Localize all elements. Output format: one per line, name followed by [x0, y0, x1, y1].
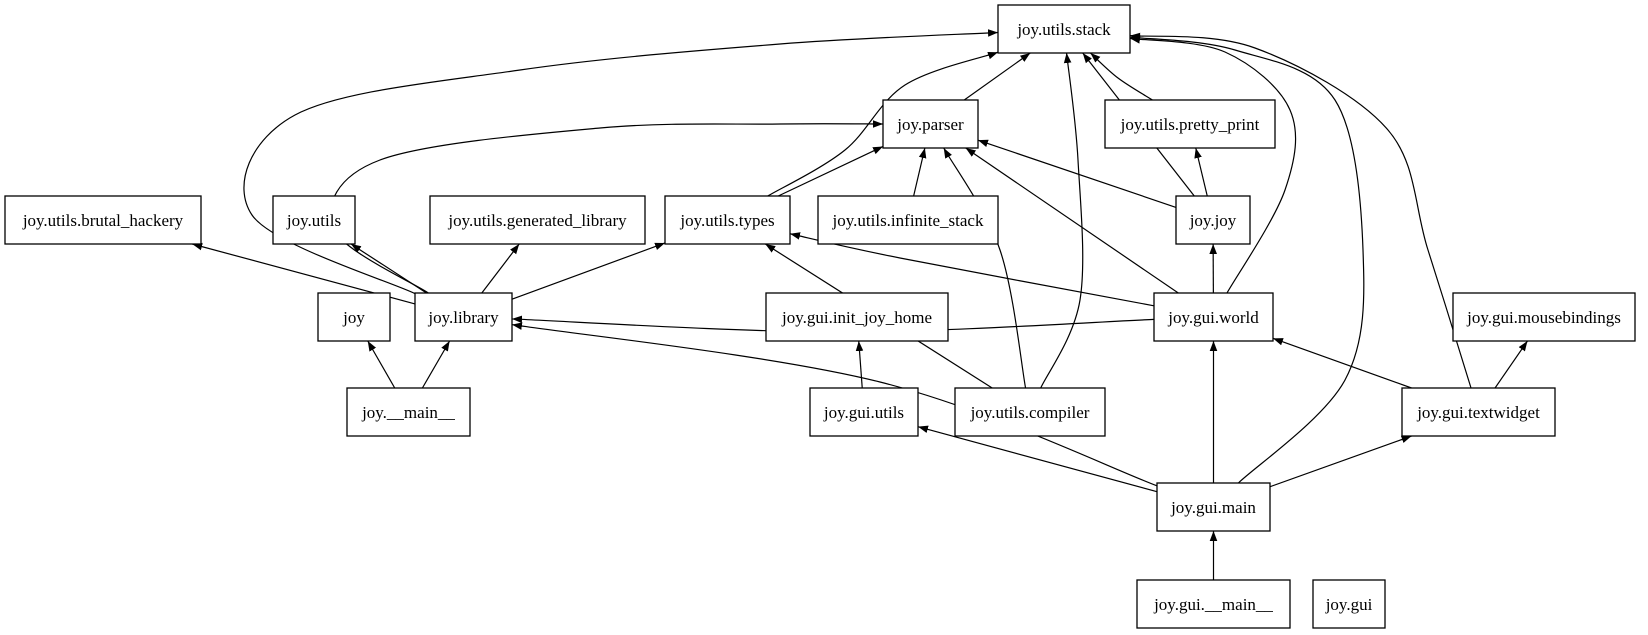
- node-box: [1452, 292, 1636, 342]
- node-joy-gui-init-joy-home: joy.gui.init_joy_home: [765, 292, 949, 342]
- edge-joy_joy--joy_utils_pretty_print: [1194, 147, 1208, 197]
- edge-joy_utils_infinite_stack--joy_parser: [913, 147, 927, 197]
- edge-joy_gui_textwidget--joy_gui_mousebindings: [1494, 340, 1528, 389]
- node-joy-utils-brutal-hackery: joy.utils.brutal_hackery: [4, 195, 202, 245]
- node-label: joy.utils.infinite_stack: [832, 211, 984, 230]
- node-joy-main-entry: joy.__main__: [346, 387, 471, 437]
- node-joy-utils-generated-library: joy.utils.generated_library: [429, 195, 646, 245]
- node-label: joy.utils.stack: [1016, 20, 1111, 39]
- edge-joy_gui_main--joy_gui_utils: [917, 425, 1158, 493]
- edge-joy_utils_pretty_print--joy_utils_stack: [1090, 52, 1153, 101]
- node-box: [1153, 292, 1274, 342]
- node-box: [414, 292, 513, 342]
- node-label: joy.library: [427, 308, 499, 327]
- edge-joy_gui_main--joy_library: [511, 322, 1158, 487]
- node-box: [429, 195, 646, 245]
- node-label: joy.gui: [1325, 595, 1373, 614]
- node-label: joy.utils.generated_library: [447, 211, 627, 230]
- node-box: [997, 4, 1131, 54]
- node-label: joy.gui.init_joy_home: [781, 308, 932, 327]
- node-label: joy: [342, 308, 365, 327]
- node-label: joy.gui.mousebindings: [1466, 308, 1621, 327]
- node-label: joy.parser: [896, 115, 964, 134]
- edge-joy_joy--joy_parser: [977, 139, 1177, 208]
- node-box: [1156, 482, 1271, 532]
- node-joy-gui: joy.gui: [1312, 579, 1386, 629]
- edge-joy_gui_textwidget--joy_gui_world: [1272, 337, 1412, 389]
- node-label: joy.utils.compiler: [970, 403, 1090, 422]
- node-box: [765, 292, 949, 342]
- node-label: joy.gui.main: [1170, 498, 1256, 517]
- node-label: joy.gui.__main__: [1153, 595, 1273, 614]
- node-box: [1136, 579, 1291, 629]
- node-box: [882, 99, 979, 149]
- node-label: joy.gui.utils: [823, 403, 904, 422]
- edge-joy_parser--joy_utils_stack: [963, 52, 1031, 101]
- node-joy-utils-stack: joy.utils.stack: [997, 4, 1131, 54]
- node-box: [817, 195, 999, 245]
- edge-joy_gui_world--joy_utils_stack: [1129, 36, 1297, 294]
- edge-joy_gui_utils--joy_gui_init_joy_home: [855, 340, 864, 389]
- node-label: joy.utils.brutal_hackery: [22, 211, 184, 230]
- node-joy: joy: [317, 292, 391, 342]
- node-joy-utils-infinite-stack: joy.utils.infinite_stack: [817, 195, 999, 245]
- edge-joy_utils_types--joy_utils_stack: [767, 51, 999, 197]
- node-box: [1104, 99, 1276, 149]
- node-box: [4, 195, 202, 245]
- edge-joy_main_entry--joy_library: [421, 340, 451, 389]
- node-joy-utils-types: joy.utils.types: [664, 195, 791, 245]
- node-box: [954, 387, 1106, 437]
- node-joy-gui-mousebindings: joy.gui.mousebindings: [1452, 292, 1636, 342]
- node-label: joy.gui.world: [1167, 308, 1259, 327]
- node-label: joy.utils.types: [679, 211, 774, 230]
- node-box: [664, 195, 791, 245]
- node-label: joy.joy: [1189, 211, 1237, 230]
- node-joy-utils-pretty-print: joy.utils.pretty_print: [1104, 99, 1276, 149]
- edge-joy_gui_world--joy_parser: [965, 147, 1179, 294]
- node-box: [346, 387, 471, 437]
- node-label: joy.__main__: [361, 403, 455, 422]
- node-label: joy.utils: [286, 211, 341, 230]
- node-joy-utils-compiler: joy.utils.compiler: [954, 387, 1106, 437]
- edge-joy_gui_main--joy_gui_textwidget: [1269, 435, 1412, 488]
- node-box: [1312, 579, 1386, 629]
- node-joy-gui-main-entry: joy.gui.__main__: [1136, 579, 1291, 629]
- node-joy-library: joy.library: [414, 292, 513, 342]
- edge-joy_library--joy_utils_generated_library: [481, 243, 520, 294]
- node-label: joy.utils.pretty_print: [1120, 115, 1260, 134]
- node-joy-gui-textwidget: joy.gui.textwidget: [1401, 387, 1556, 437]
- node-box: [1401, 387, 1556, 437]
- node-box: [1175, 195, 1251, 245]
- edge-joy_gui_main--joy_utils_stack: [1129, 34, 1365, 484]
- edge-joy_utils_types--joy_parser: [777, 145, 884, 197]
- node-joy-parser: joy.parser: [882, 99, 979, 149]
- node-joy-gui-world: joy.gui.world: [1153, 292, 1274, 342]
- node-joy-utils: joy.utils: [272, 195, 356, 245]
- node-joy-gui-main: joy.gui.main: [1156, 482, 1271, 532]
- edge-joy_gui_textwidget--joy_utils_stack: [1129, 32, 1472, 389]
- node-label: joy.gui.textwidget: [1416, 403, 1540, 422]
- edge-joy_library--joy_utils_stack: [243, 29, 999, 295]
- edge-joy_utils_compiler--joy_utils_stack: [1040, 52, 1084, 389]
- node-joy-joy: joy.joy: [1175, 195, 1251, 245]
- node-box: [317, 292, 391, 342]
- edge-joy_main_entry--joy: [367, 340, 396, 389]
- node-box: [809, 387, 919, 437]
- edge-joy_utils_compiler--joy_parser: [943, 147, 1027, 389]
- node-joy-gui-utils: joy.gui.utils: [809, 387, 919, 437]
- node-box: [272, 195, 356, 245]
- edge-joy_library--joy_utils_types: [511, 242, 666, 300]
